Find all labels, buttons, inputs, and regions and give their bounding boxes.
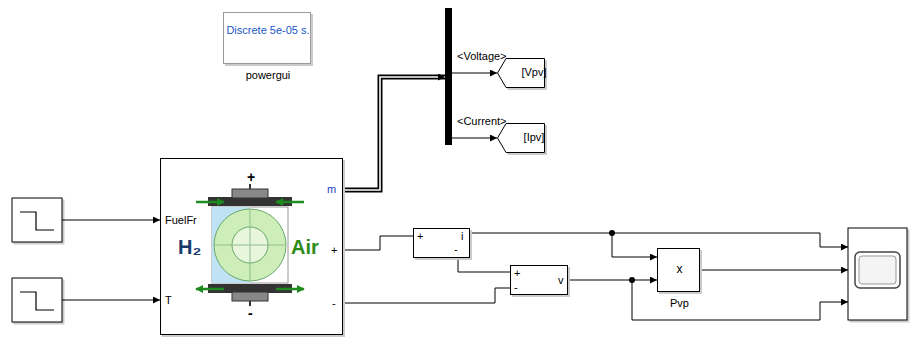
signal-wire [470,233,657,257]
powergui-block: Discrete 5e-05 s.powergui [223,12,311,64]
signal-wire [568,280,657,281]
product-block: xPvp [657,248,700,292]
physical-wire [458,258,510,272]
port-label: T [165,294,172,307]
port-label: + [417,230,423,243]
port-label: + [331,244,337,257]
signal-name: <Voltage> [457,50,507,63]
wire-path [343,288,510,303]
signal-wire [700,270,848,271]
port-label: i [461,230,463,243]
signal-name: <Current> [457,115,507,128]
signal-wire [452,73,497,74]
fuel-cell-block: FuelFrTm + - + - H₂ Air [160,158,343,335]
voltage-measurement: +- v [510,265,568,295]
block-parameter: Discrete 5e-05 s. [224,24,312,37]
gas-label: Air [291,236,319,258]
signal-wire [612,233,848,247]
wire-path [343,236,413,250]
block-name: powergui [224,69,312,82]
port-label: v [558,274,564,287]
wire-path [568,280,657,281]
arrow-head [343,77,445,190]
wire-path [458,258,510,272]
goto-tag: [Ipv] [497,123,545,153]
fuel-cell-icon [196,184,304,306]
wire-path [470,233,657,257]
gas-label: H₂ [178,236,201,258]
goto-tag-name: [Vpv] [507,66,555,79]
port-label: - [454,243,458,256]
port-label: - [332,297,336,310]
bus-wire [343,77,445,190]
wire-path [452,73,497,74]
signal-wire [452,138,497,139]
signal-wire [62,220,160,221]
step-block [12,278,62,322]
goto-tag: [Vpv] [497,58,545,88]
bus-wire [343,77,445,190]
port-label: - [514,281,518,294]
physical-wire [343,236,413,250]
port-label: FuelFr [165,214,197,227]
port-label: m [327,183,336,196]
physical-wire [343,288,510,303]
bus-wire [343,77,445,190]
current-measurement: + -i [413,228,470,258]
scope-block [848,228,907,320]
step-block [12,198,62,242]
terminal-sign: - [248,307,253,320]
terminal-sign: + [247,171,255,184]
operator-sign: x [658,263,701,276]
signal-wire [62,300,160,301]
bus-selector: <Voltage><Current> [445,8,452,145]
wire-path [452,138,497,139]
port-label: + [514,267,520,280]
goto-tag-name: [Ipv] [507,131,555,144]
block-name: Pvp [658,297,701,310]
